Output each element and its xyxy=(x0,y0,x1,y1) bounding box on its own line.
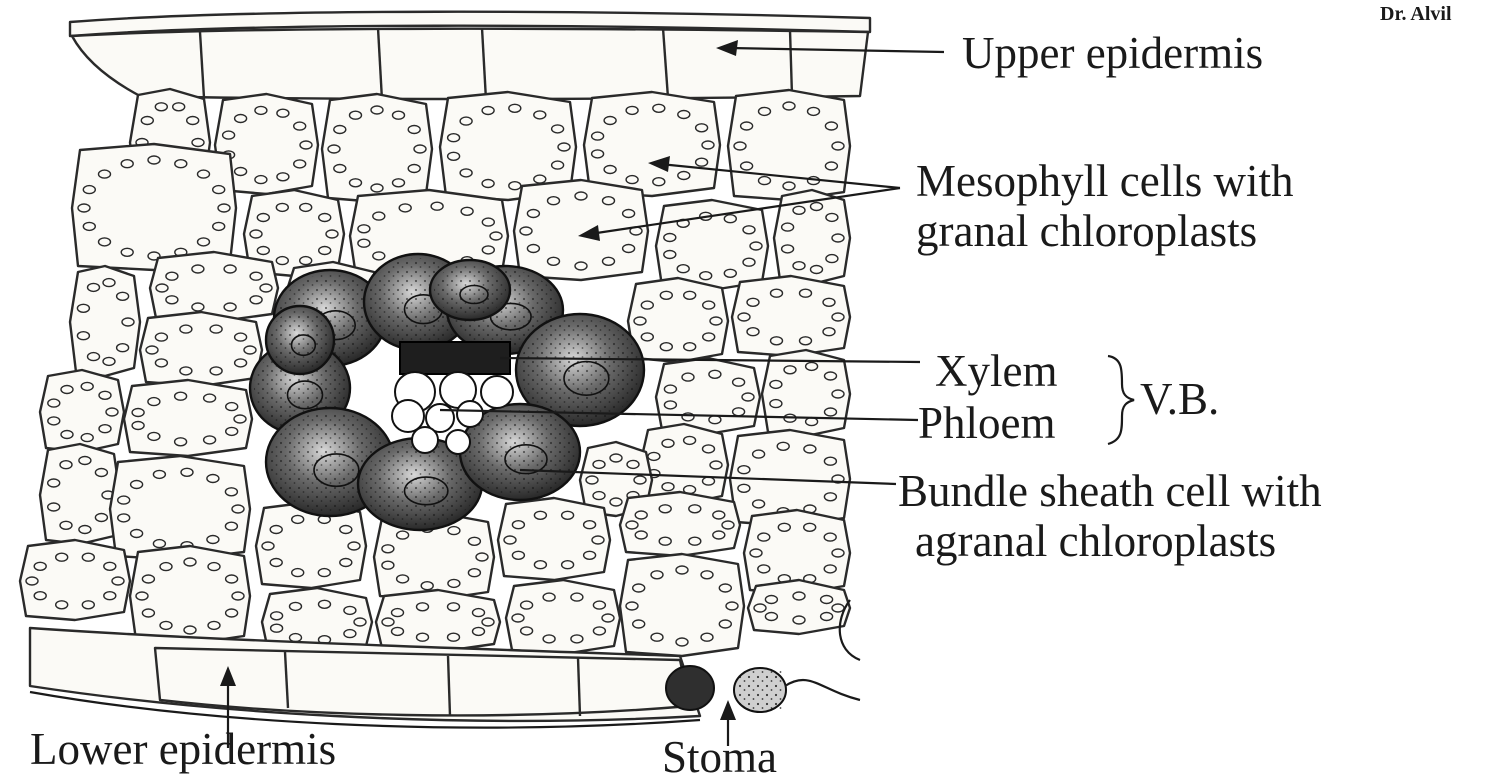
mesophyll-cell xyxy=(748,580,850,634)
mesophyll-cell xyxy=(584,92,720,196)
mesophyll-cell xyxy=(628,278,728,362)
vb-brace xyxy=(1108,356,1134,444)
label-stoma: Stoma xyxy=(662,732,777,778)
label-mesophyll-line2: granal chloroplasts xyxy=(916,206,1257,256)
mesophyll-cell xyxy=(620,554,744,656)
label-bundle-sheath-line1: Bundle sheath cell with xyxy=(898,466,1322,516)
upper-epidermis-layer xyxy=(70,12,870,100)
mesophyll-cell xyxy=(656,358,760,434)
label-lower-epidermis: Lower epidermis xyxy=(30,724,336,774)
agranal-chloroplast-texture xyxy=(270,310,330,370)
mesophyll-cell xyxy=(124,380,252,456)
agranal-chloroplast-texture xyxy=(434,264,506,316)
mesophyll-cell xyxy=(498,498,610,580)
label-vb: V.B. xyxy=(1140,374,1219,424)
mesophyll-cell xyxy=(150,252,278,322)
mesophyll-cell xyxy=(110,456,250,560)
label-xylem: Xylem xyxy=(935,346,1057,396)
author-credit: Dr. Alvil xyxy=(1380,3,1452,25)
label-phloem: Phloem xyxy=(918,398,1056,448)
mesophyll-cell xyxy=(70,266,140,376)
mesophyll-cell xyxy=(322,94,432,202)
mesophyll-cell xyxy=(20,540,130,620)
label-upper-epidermis: Upper epidermis xyxy=(962,28,1263,78)
label-bundle-sheath-line2: agranal chloroplasts xyxy=(915,516,1276,566)
mesophyll-cell xyxy=(514,180,648,280)
mesophyll-cell xyxy=(376,590,500,652)
label-mesophyll-line1: Mesophyll cells with xyxy=(916,156,1293,206)
